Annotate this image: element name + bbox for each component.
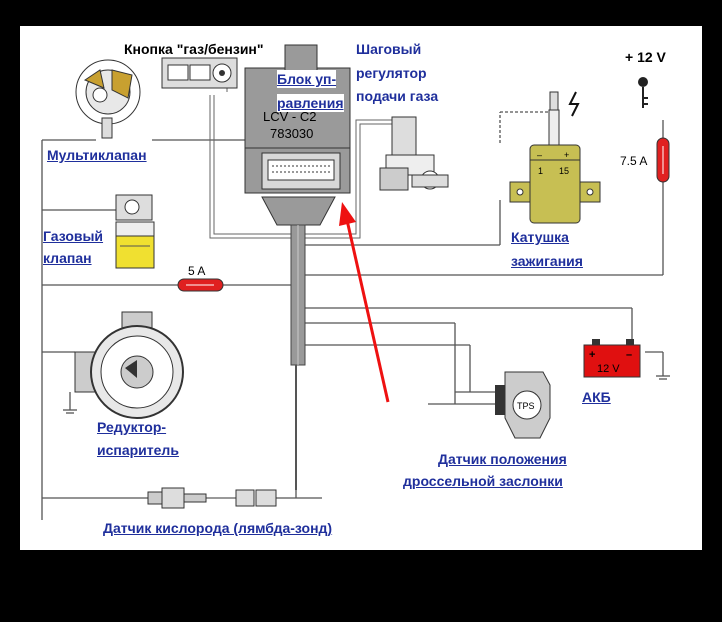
battery: + – 12 V: [583, 339, 641, 378]
ecu-model-1: LCV - C2: [263, 109, 317, 124]
coil-pin-1: 1: [538, 166, 543, 176]
multivalve-label: Мультиклапан: [47, 147, 147, 163]
ignition-label-line1: Катушка: [511, 229, 569, 245]
tps-label-line1: Датчик положения: [438, 451, 567, 467]
multivalve: [75, 59, 141, 139]
reducer-evaporator: [74, 311, 184, 419]
fuse-7-5a-label: 7.5 A: [620, 154, 648, 168]
svg-text:–: –: [537, 150, 542, 160]
stepper-regulator: [379, 116, 449, 191]
fuse-5a: [177, 278, 224, 292]
stepper-label-line1: Шаговый: [356, 41, 422, 57]
tps-chip-label: TPS: [517, 401, 535, 411]
stepper-label-line2: регулятор: [356, 65, 427, 81]
throttle-position-sensor: TPS: [495, 371, 551, 439]
ecu-model-2: 783030: [270, 126, 314, 141]
ignition-coil: – + 1 15: [509, 91, 601, 224]
red-pointer-arrow: [339, 202, 390, 403]
stepper-label-line3: подачи газа: [356, 88, 439, 104]
lambda-label: Датчик кислорода (лямбда-зонд): [103, 520, 333, 536]
wires: [41, 111, 670, 520]
ecu-label-line1: Блок уп-: [277, 70, 337, 88]
gas-petrol-button: [161, 57, 238, 89]
svg-text:+: +: [564, 150, 569, 160]
ecu-label-line2: равления: [277, 94, 344, 112]
ecu-unit: [244, 44, 351, 490]
svg-text:–: –: [626, 349, 632, 361]
tps-label-line2: дроссельной заслонки: [403, 473, 563, 489]
fuse-5a-label: 5 A: [188, 264, 206, 278]
gas-valve-label-line2: клапан: [43, 250, 92, 266]
gas-button-label: Кнопка "газ/бензин": [124, 41, 264, 57]
battery-voltage: 12 V: [597, 363, 620, 375]
coil-pin-15: 15: [559, 166, 569, 176]
svg-text:+: +: [589, 349, 595, 361]
fuse-7-5a: [656, 137, 670, 183]
battery-label: АКБ: [582, 389, 611, 405]
gas-valve-label-line1: Газовый: [43, 228, 104, 244]
reducer-label-line2: испаритель: [97, 442, 179, 458]
ignition-label-line2: зажигания: [511, 253, 583, 269]
plus-12v-label: + 12 V: [625, 49, 666, 65]
ignition-key-icon: [638, 77, 648, 108]
reducer-label-line1: Редуктор-: [97, 419, 167, 435]
gas-valve: [115, 194, 155, 269]
lambda-sensor: [147, 487, 277, 509]
